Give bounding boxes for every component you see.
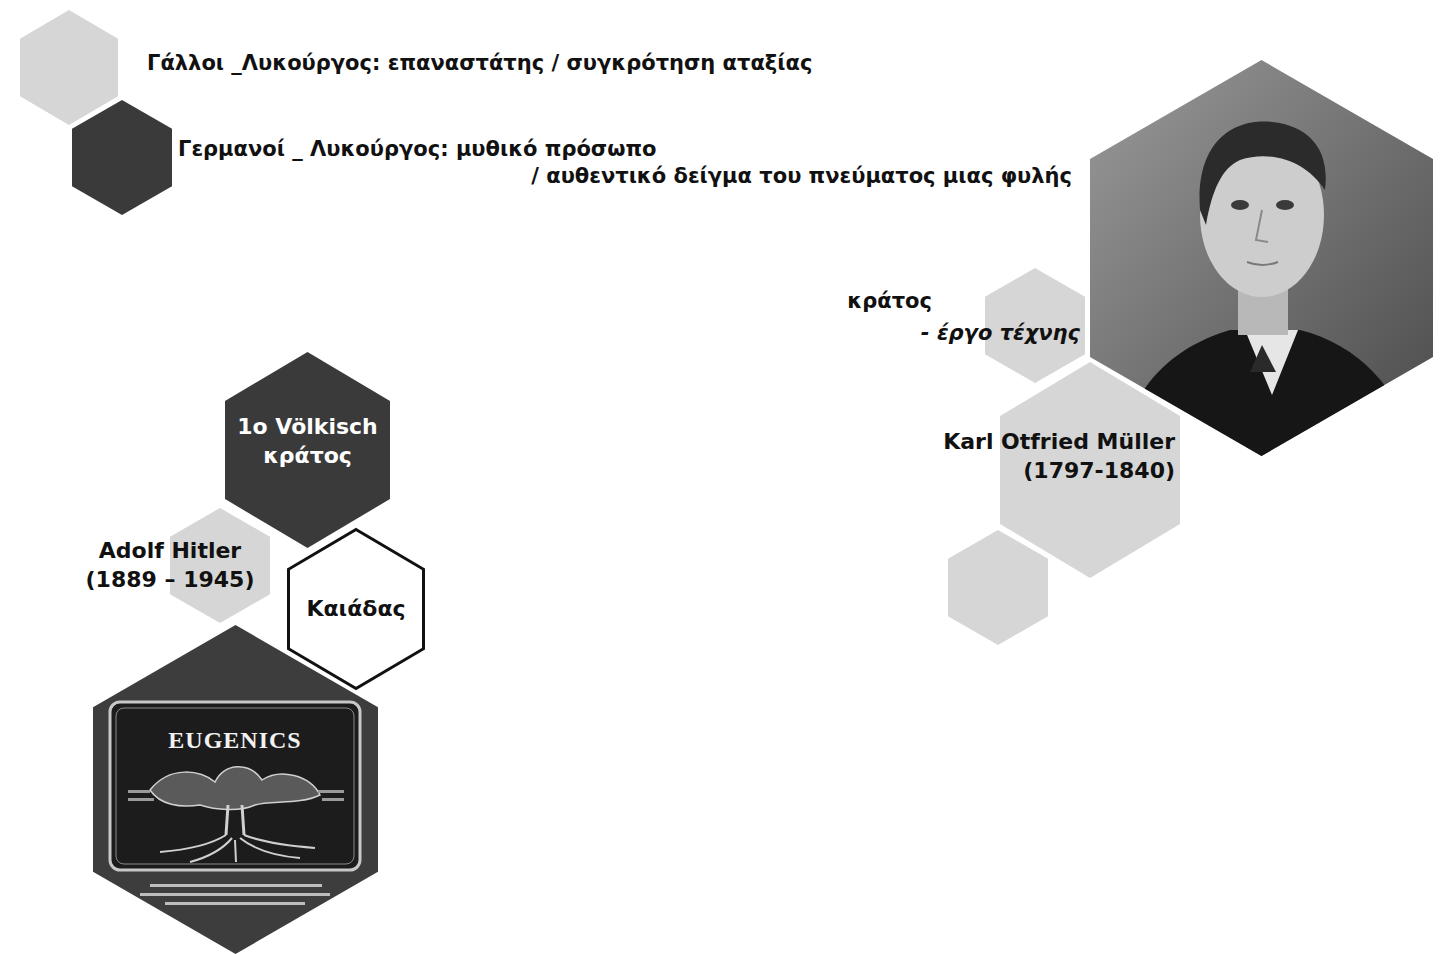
node-text: - έργο τέχνης (780, 320, 1080, 347)
hexagon-node: Καιάδας (287, 528, 425, 690)
node-text: / αυθεντικό δείγμα του πνεύματος μιας φυ… (272, 163, 1072, 190)
hexagon-shape (170, 508, 270, 623)
hexagon-outline (72, 100, 172, 215)
hexagon-outline (20, 10, 118, 125)
hexagon-outline (225, 352, 390, 548)
hexagon-outline (289, 530, 424, 689)
node-text: Adolf Hitler (1889 – 1945) (66, 537, 274, 594)
decorative-hexagon (948, 530, 1048, 645)
hexagon-shape (72, 100, 172, 215)
hexagon-outline (170, 508, 270, 623)
hexagon-node: 1ο Völkisch κράτος (225, 352, 390, 548)
eugenics-image (110, 702, 360, 905)
hexagon-node: Γερμανοί _ Λυκούργος: μυθικό πρόσωπο/ αυ… (72, 100, 172, 215)
hexagon-node: κράτος- έργο τέχνης (985, 268, 1085, 383)
node-text: κράτος (632, 288, 932, 315)
hexagon-node: Γάλλοι _Λυκούργος: επαναστάτης / συγκρότ… (20, 10, 118, 125)
node-text: Καιάδας (291, 595, 421, 624)
hexagon-node: Adolf Hitler (1889 – 1945) (170, 508, 270, 623)
node-text: Karl Otfried Müller (1797-1840) (900, 428, 1175, 485)
image-title: EUGENICS (140, 727, 330, 754)
hexagon-shape (20, 10, 118, 125)
node-text: Γάλλοι _Λυκούργος: επαναστάτης / συγκρότ… (147, 50, 1047, 77)
node-text: Γερμανοί _ Λυκούργος: μυθικό πρόσωπο (178, 136, 978, 163)
hexagon-node: Karl Otfried Müller (1797-1840) (1000, 362, 1180, 578)
node-text: 1ο Völkisch κράτος (225, 413, 390, 470)
